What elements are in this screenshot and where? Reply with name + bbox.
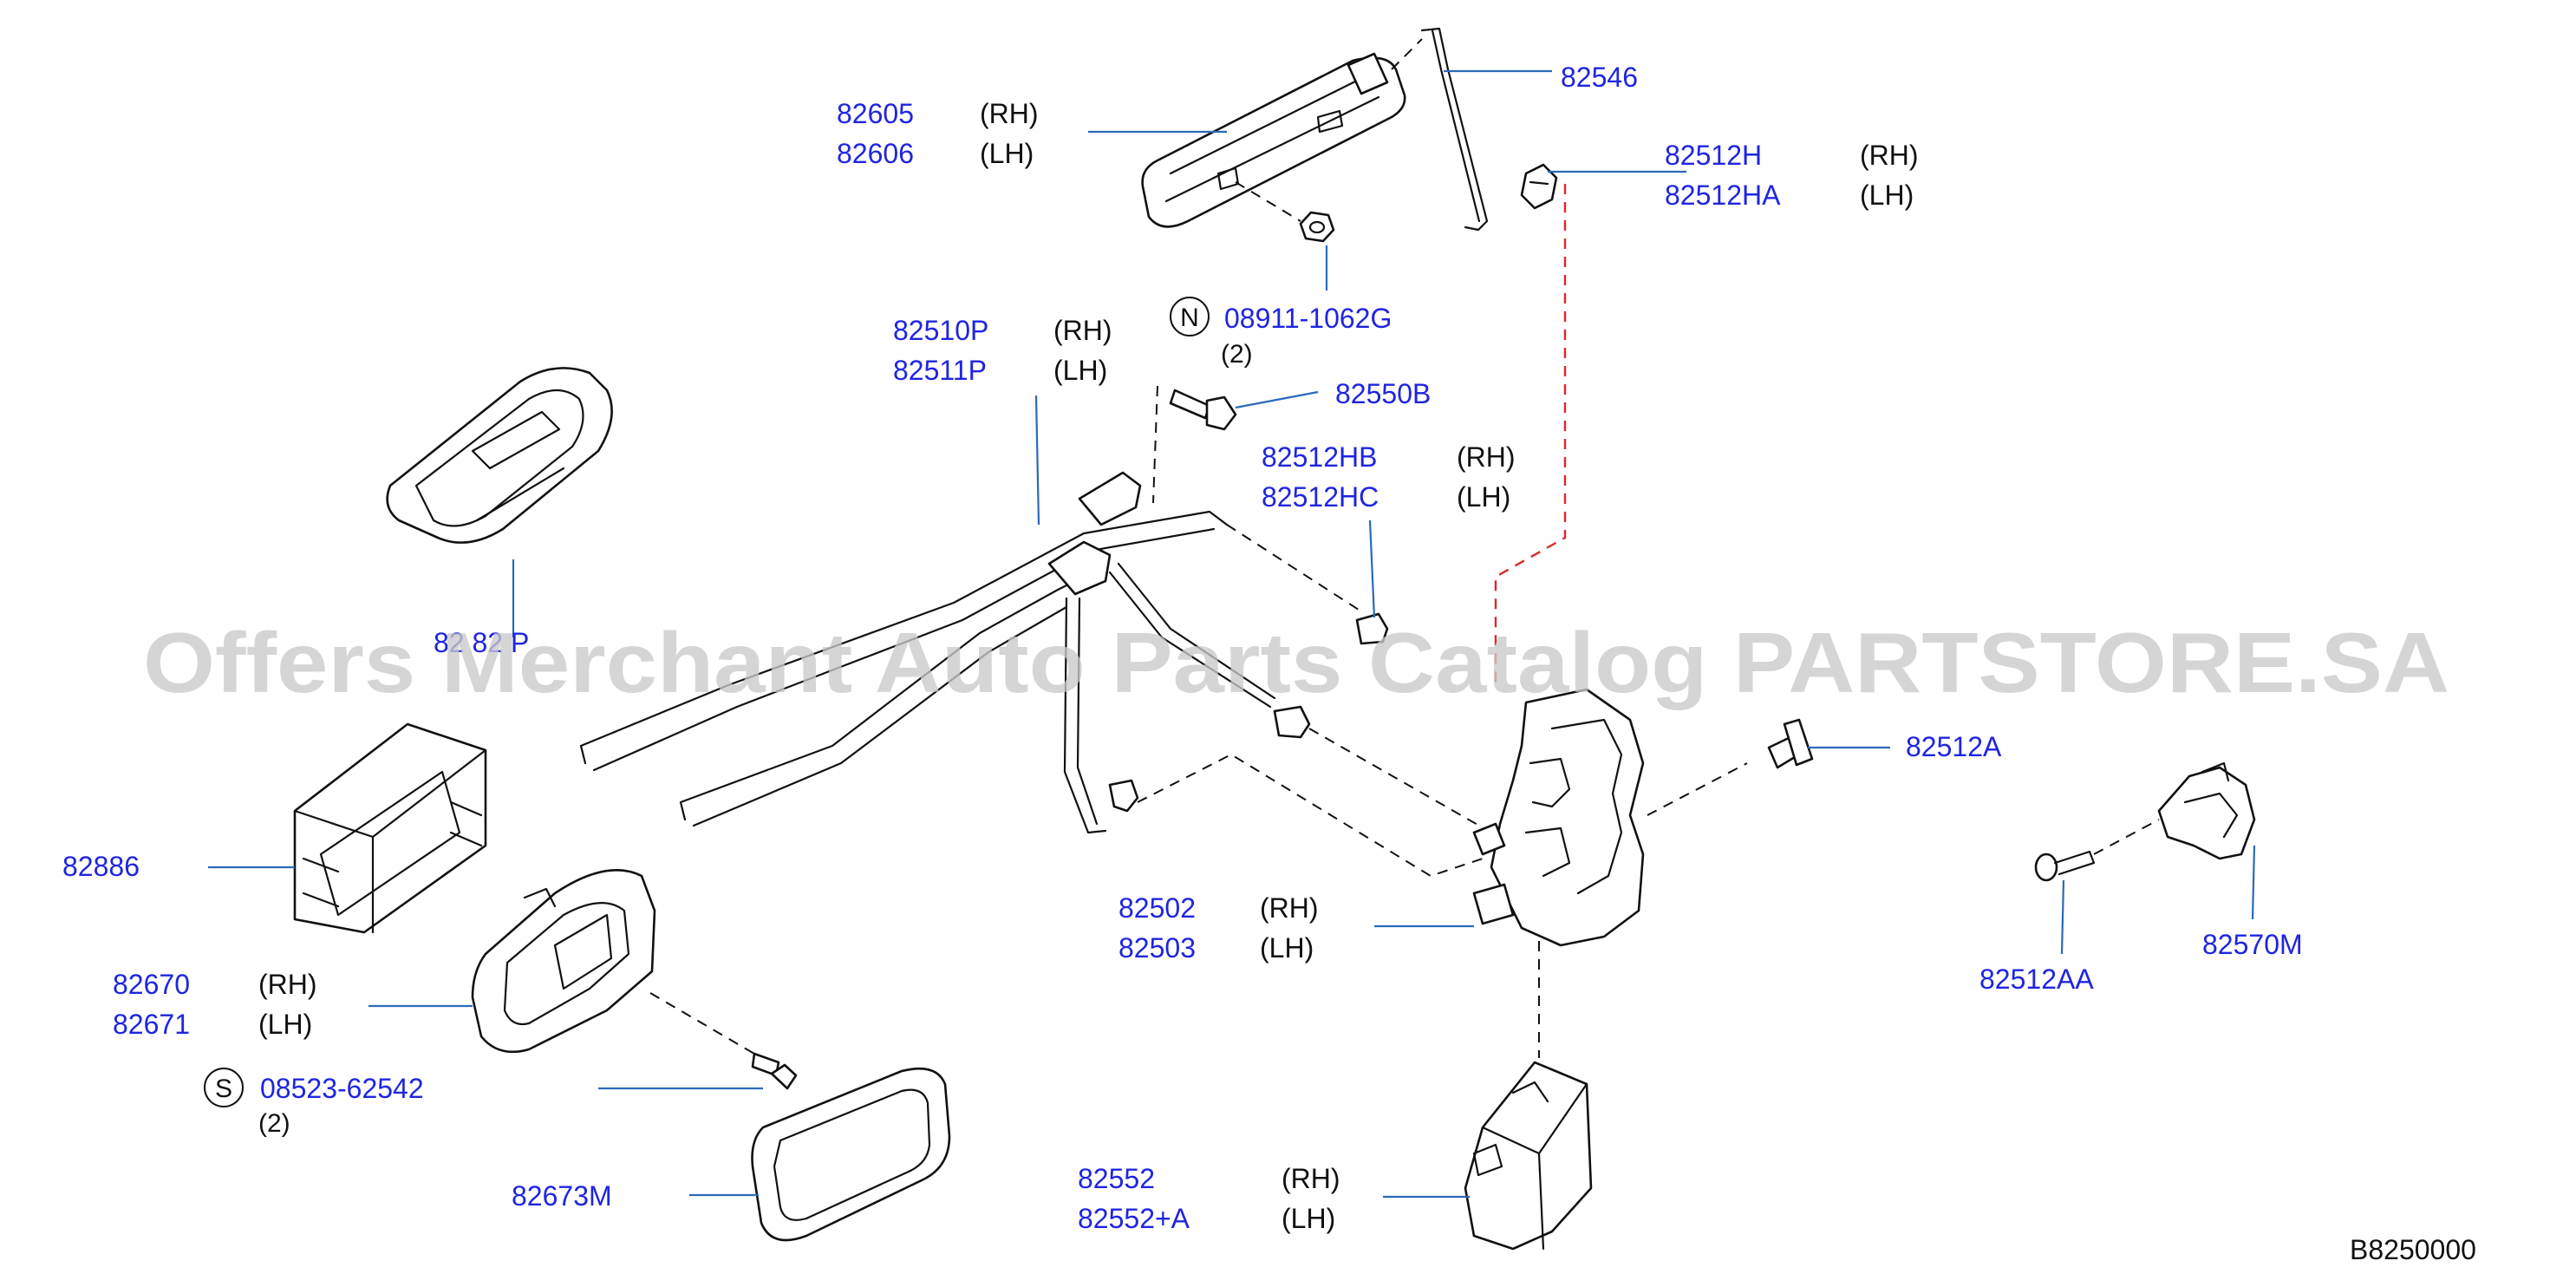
outside-door-handle[interactable] — [1141, 52, 1406, 228]
rod-bushing[interactable] — [1108, 524, 1492, 878]
side-82512hc: (LH) — [1457, 481, 1510, 513]
label-82605: 82605 — [837, 98, 914, 129]
side-82510p: (RH) — [1053, 315, 1112, 346]
side-82512hb: (RH) — [1457, 441, 1516, 473]
label-82503: 82503 — [1118, 932, 1196, 964]
side-82606: (LH) — [980, 138, 1034, 169]
label-82552: 82552 — [1078, 1163, 1155, 1194]
label-08523: 08523-62542 — [260, 1073, 424, 1104]
qty-08911: (2) — [1221, 340, 1253, 369]
screw-82512a[interactable] — [1767, 718, 1814, 769]
label-82552a: 82552+A — [1078, 1203, 1190, 1234]
label-82550b: 82550B — [1335, 378, 1431, 409]
door-striker[interactable] — [2157, 761, 2256, 860]
red-link-line — [1494, 184, 1567, 685]
label-82512hc: 82512HC — [1262, 481, 1379, 513]
screw-82512aa[interactable] — [2034, 819, 2160, 882]
label-82511p: 82511P — [893, 355, 987, 386]
label-82510p: 82510P — [893, 315, 988, 346]
label-82671: 82671 — [113, 1009, 190, 1040]
bolt-82550b[interactable] — [1152, 385, 1237, 504]
hex-nut[interactable] — [1235, 181, 1335, 243]
diagram-code: B8250000 — [2350, 1234, 2476, 1265]
label-82606: 82606 — [837, 138, 914, 169]
label-82886: 82886 — [62, 851, 140, 882]
svg-text:N: N — [1180, 304, 1199, 332]
label-82546: 82546 — [1561, 62, 1638, 93]
qty-08523: (2) — [258, 1109, 290, 1138]
screw-08523[interactable] — [649, 992, 798, 1090]
watermark: Offers Merchant Auto Parts Catalog PARTS… — [143, 615, 2449, 710]
lower-lock-assembly[interactable] — [1464, 1061, 1593, 1251]
label-82512h: 82512H — [1665, 140, 1762, 171]
label-82512ha: 82512HA — [1665, 180, 1781, 211]
side-82670: (RH) — [258, 969, 317, 1000]
side-82503: (LH) — [1260, 932, 1314, 964]
side-82671: (LH) — [258, 1009, 312, 1040]
side-82552a: (LH) — [1281, 1203, 1335, 1234]
label-828xxp: 82 82 P — [434, 627, 529, 658]
side-82502: (RH) — [1260, 892, 1319, 924]
nut-symbol: N — [1170, 297, 1210, 336]
inside-rods[interactable] — [579, 471, 1276, 834]
escutcheon-upper[interactable] — [386, 367, 613, 544]
side-82512h: (RH) — [1860, 140, 1919, 171]
label-82570m: 82570M — [2202, 929, 2303, 960]
side-82552: (RH) — [1281, 1163, 1340, 1194]
label-82670: 82670 — [113, 969, 190, 1000]
side-82605: (RH) — [980, 98, 1039, 129]
handle-bezel[interactable] — [751, 1067, 951, 1242]
side-82511p: (LH) — [1053, 355, 1107, 386]
inside-door-handle[interactable] — [471, 869, 656, 1054]
rod-clip-upper[interactable] — [1520, 163, 1558, 210]
label-82512a: 82512A — [1906, 731, 2002, 762]
side-82512ha: (LH) — [1860, 180, 1914, 211]
leader-lines — [208, 69, 2256, 1199]
outside-handle-rod[interactable] — [1391, 27, 1489, 232]
svg-text:S: S — [215, 1075, 232, 1103]
label-82512hb: 82512HB — [1262, 441, 1377, 473]
label-82512aa: 82512AA — [1979, 964, 2094, 995]
handle-bracket[interactable] — [293, 722, 487, 934]
label-82502: 82502 — [1118, 892, 1196, 924]
label-82673m: 82673M — [512, 1180, 612, 1212]
label-08911: 08911-1062G — [1224, 303, 1392, 334]
door-lock-actuator[interactable] — [1472, 688, 1748, 1058]
screw-symbol: S — [204, 1068, 244, 1107]
